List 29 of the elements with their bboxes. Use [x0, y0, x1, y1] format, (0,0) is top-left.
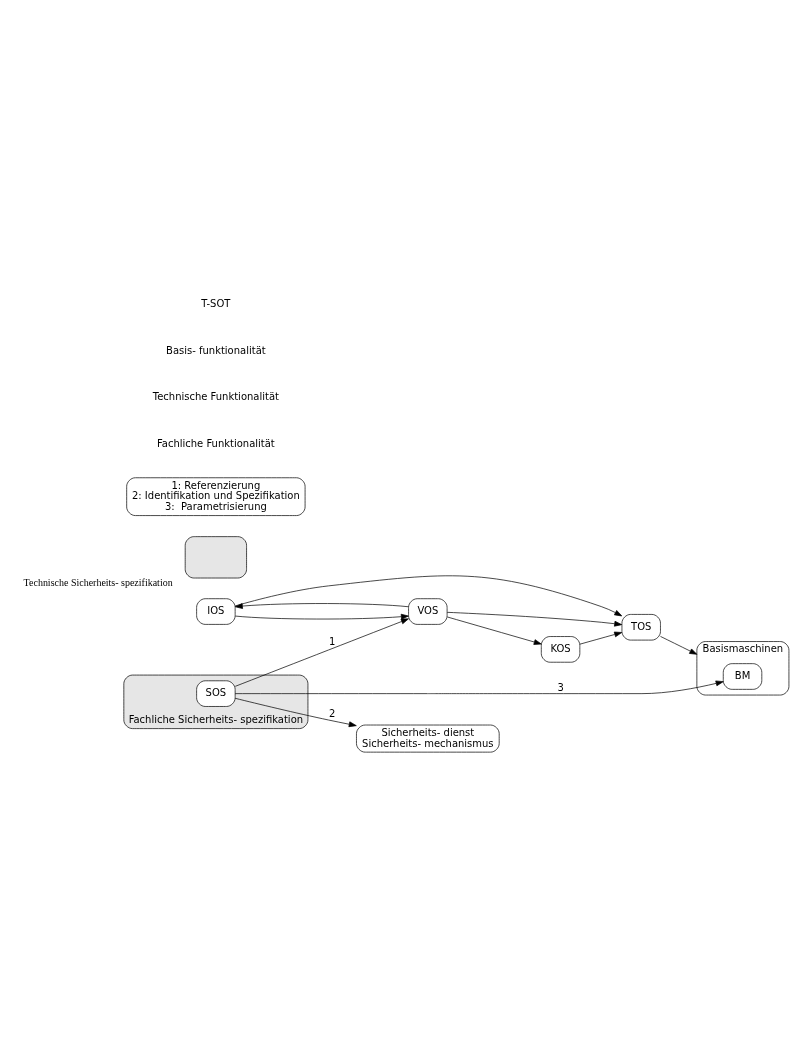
node-box: [184, 535, 247, 578]
node-box: BM: [722, 662, 763, 690]
arrow: [234, 602, 409, 609]
arrow: [234, 613, 409, 619]
arrow: [446, 611, 623, 627]
node-box: VOS: [408, 597, 448, 625]
node-box: SOS: [196, 679, 236, 707]
node-label: Technische Sicherheits- spezifikation: [23, 576, 173, 588]
node-box: IOS: [196, 597, 236, 625]
node-box: KOS: [540, 635, 581, 663]
node-box: Sicherheits- dienst Sicherheits- mechanismus: [356, 724, 500, 752]
label: T-SOT: [201, 297, 231, 309]
edge-label: 2: [329, 707, 336, 719]
node-label: Fachliche Sicherheits- spezifikation: [128, 713, 304, 725]
arrow: [234, 697, 357, 727]
arrow: [234, 574, 623, 616]
label: Basis- funktionalität: [166, 344, 266, 356]
edge-label: 3: [557, 681, 564, 693]
label: Fachliche Funktionalität: [156, 437, 275, 448]
edge-label: 1: [329, 635, 336, 647]
cluster: [123, 674, 309, 729]
arrow: [234, 680, 724, 694]
arrow: [660, 635, 698, 655]
node-box: 1: Referenzierung 2: Identifikation und Spezifikation 3: Parametrisierung: [126, 476, 306, 516]
node-box: TOS: [621, 613, 661, 640]
arrow: [579, 631, 623, 645]
label: Technische Funktionalität: [152, 390, 279, 402]
arrow: [234, 617, 409, 687]
arrow: [447, 616, 542, 645]
